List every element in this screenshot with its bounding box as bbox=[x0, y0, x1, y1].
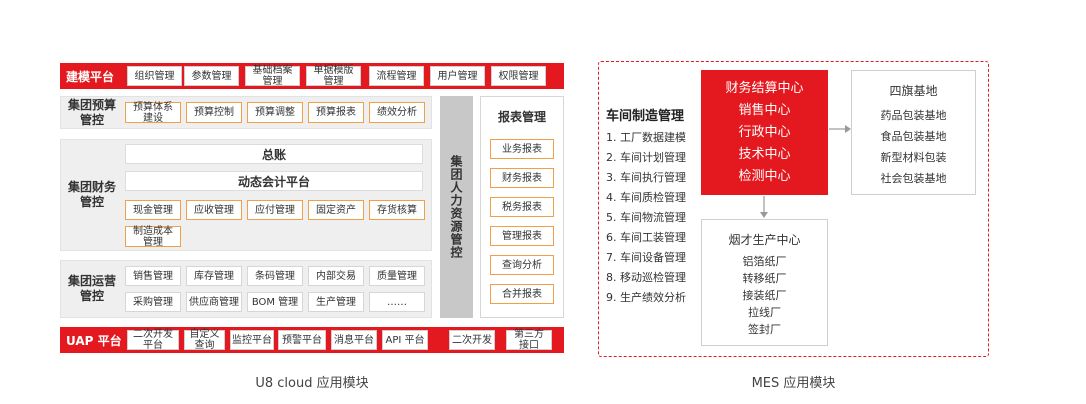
uap-chip: 预警平台 bbox=[278, 330, 326, 350]
build-platform-chip: 流程管理 bbox=[369, 66, 424, 86]
center-item: 销售中心 bbox=[738, 103, 791, 118]
workshop-item: 2. 车间计划管理 bbox=[606, 151, 686, 164]
budget-label: 集团预算 管控 bbox=[67, 97, 116, 127]
report-chip: 查询分析 bbox=[490, 255, 554, 275]
report-chip: 税务报表 bbox=[490, 197, 554, 217]
base-item: 新型材料包装 bbox=[880, 151, 947, 164]
uap-chip: 消息平台 bbox=[331, 330, 377, 350]
finance-chip: 存货核算 bbox=[369, 200, 425, 220]
finance-chip: 应付管理 bbox=[247, 200, 303, 220]
budget-chip: 绩效分析 bbox=[369, 102, 425, 123]
hr-column: 集团人力资源管控 bbox=[440, 96, 473, 318]
production-box: 烟才生产中心 铝箔纸厂转移纸厂接装纸厂拉线厂签封厂 bbox=[701, 219, 828, 346]
budget-row: 集团预算 管控 预算体系 建设预算控制预算调整预算报表绩效分析 bbox=[60, 96, 432, 129]
center-item: 财务结算中心 bbox=[725, 81, 804, 96]
uap-chip: 二次开发 bbox=[449, 330, 495, 350]
operations-chip: 生产管理 bbox=[308, 292, 364, 312]
budget-chip: 预算调整 bbox=[247, 102, 303, 123]
report-chip: 管理报表 bbox=[490, 226, 554, 246]
budget-chip: 预算报表 bbox=[308, 102, 364, 123]
dynamic-accounting-platform: 动态会计平台 bbox=[125, 171, 423, 191]
center-item: 行政中心 bbox=[738, 125, 791, 140]
operations-chip: 供应商管理 bbox=[186, 292, 242, 312]
workshop-title: 车间制造管理 bbox=[606, 109, 685, 124]
production-item: 拉线厂 bbox=[748, 306, 781, 319]
budget-chip: 预算控制 bbox=[186, 102, 242, 123]
workshop-item: 8. 移动巡检管理 bbox=[606, 271, 686, 284]
general-ledger: 总账 bbox=[125, 144, 423, 164]
finance-chip: 制造成本 管理 bbox=[125, 226, 181, 248]
reports-panel: 报表管理 业务报表财务报表税务报表管理报表查询分析合并报表 bbox=[480, 96, 564, 318]
production-title: 烟才生产中心 bbox=[728, 233, 801, 247]
finance-label: 集团财务 管控 bbox=[67, 180, 116, 209]
hr-label: 集团人力资源管控 bbox=[449, 155, 463, 259]
operations-chip: 库存管理 bbox=[186, 266, 242, 286]
production-items: 铝箔纸厂转移纸厂接装纸厂拉线厂签封厂 bbox=[702, 253, 827, 338]
center-item: 检测中心 bbox=[738, 169, 791, 184]
uap-chip: 自定义 查询 bbox=[184, 329, 225, 351]
operations-chip: …… bbox=[369, 292, 425, 312]
production-item: 转移纸厂 bbox=[742, 272, 787, 285]
production-item: 签封厂 bbox=[748, 323, 781, 336]
workshop-item: 5. 车间物流管理 bbox=[606, 211, 686, 224]
build-platform-chip: 参数管理 bbox=[184, 66, 239, 86]
bases-box: 四旗基地 药品包装基地食品包装基地新型材料包装社会包装基地 bbox=[851, 70, 976, 195]
uap-chip: 第三方 接口 bbox=[506, 329, 552, 351]
bases-title: 四旗基地 bbox=[889, 84, 938, 98]
build-platform-label: 建模平台 bbox=[66, 69, 115, 84]
operations-chip: 销售管理 bbox=[125, 266, 181, 286]
operations-chip: 内部交易 bbox=[308, 266, 364, 286]
centers-box: 财务结算中心销售中心行政中心技术中心检测中心 bbox=[701, 70, 828, 195]
base-items: 药品包装基地食品包装基地新型材料包装社会包装基地 bbox=[852, 105, 975, 189]
workshop-item: 9. 生产绩效分析 bbox=[606, 291, 686, 304]
budget-chip: 预算体系 建设 bbox=[125, 102, 181, 124]
report-chip: 合并报表 bbox=[490, 284, 554, 304]
operations-chip: 采购管理 bbox=[125, 292, 181, 312]
finance-row: 集团财务 管控 总账 动态会计平台 现金管理应收管理应付管理固定资产存货核算制造… bbox=[60, 139, 432, 251]
workshop-item: 3. 车间执行管理 bbox=[606, 171, 686, 184]
workshop-management: 车间制造管理 1. 工厂数据建模 2. 车间计划管理 3. 车间执行管理 4. 车间质… bbox=[606, 108, 706, 308]
arrow-right-icon bbox=[829, 125, 851, 133]
operations-label: 集团运营 管控 bbox=[67, 274, 116, 303]
report-chip: 财务报表 bbox=[490, 168, 554, 188]
workshop-item: 4. 车间质检管理 bbox=[606, 191, 686, 204]
finance-chip: 固定资产 bbox=[308, 200, 364, 220]
workshop-list: 1. 工厂数据建模 2. 车间计划管理 3. 车间执行管理 4. 车间质检管理 5. 车… bbox=[606, 128, 706, 308]
operations-chip: 条码管理 bbox=[247, 266, 303, 286]
build-platform-chip: 用户管理 bbox=[430, 66, 485, 86]
uap-chip: 二次开发 平台 bbox=[127, 329, 179, 351]
workshop-item: 7. 车间设备管理 bbox=[606, 251, 686, 264]
reports-title: 报表管理 bbox=[497, 110, 546, 124]
center-items: 财务结算中心销售中心行政中心技术中心检测中心 bbox=[701, 70, 828, 188]
production-item: 接装纸厂 bbox=[742, 289, 787, 302]
base-item: 社会包装基地 bbox=[880, 172, 947, 185]
workshop-item: 1. 工厂数据建模 bbox=[606, 131, 686, 144]
build-platform-chip: 基础档案 管理 bbox=[245, 65, 300, 87]
build-platform-chip: 组织管理 bbox=[127, 66, 182, 86]
uap-platform-label: UAP 平台 bbox=[66, 333, 122, 348]
build-platform-chip: 单据模版 管理 bbox=[306, 65, 361, 87]
report-chip: 业务报表 bbox=[490, 139, 554, 159]
arrow-down-icon bbox=[760, 196, 768, 218]
u8-caption: U8 cloud 应用模块 bbox=[255, 376, 369, 391]
u8-diagram: 建模平台 组织管理参数管理基础档案 管理单据模版 管理流程管理用户管理权限管理 … bbox=[60, 63, 564, 391]
mes-caption: MES 应用模块 bbox=[751, 376, 836, 391]
workshop-item: 6. 车间工装管理 bbox=[606, 231, 686, 244]
finance-chip: 应收管理 bbox=[186, 200, 242, 220]
uap-chip: API 平台 bbox=[382, 330, 428, 350]
build-platform-bar: 建模平台 组织管理参数管理基础档案 管理单据模版 管理流程管理用户管理权限管理 bbox=[60, 63, 564, 89]
operations-chip: BOM 管理 bbox=[247, 292, 303, 312]
operations-chip: 质量管理 bbox=[369, 266, 425, 286]
build-platform-chip: 权限管理 bbox=[491, 66, 546, 86]
base-item: 食品包装基地 bbox=[880, 130, 947, 143]
base-item: 药品包装基地 bbox=[880, 109, 947, 122]
center-item: 技术中心 bbox=[738, 147, 791, 162]
uap-chip: 监控平台 bbox=[230, 330, 274, 350]
finance-chip: 现金管理 bbox=[125, 200, 181, 220]
production-item: 铝箔纸厂 bbox=[742, 255, 787, 268]
mes-diagram bbox=[598, 61, 989, 357]
